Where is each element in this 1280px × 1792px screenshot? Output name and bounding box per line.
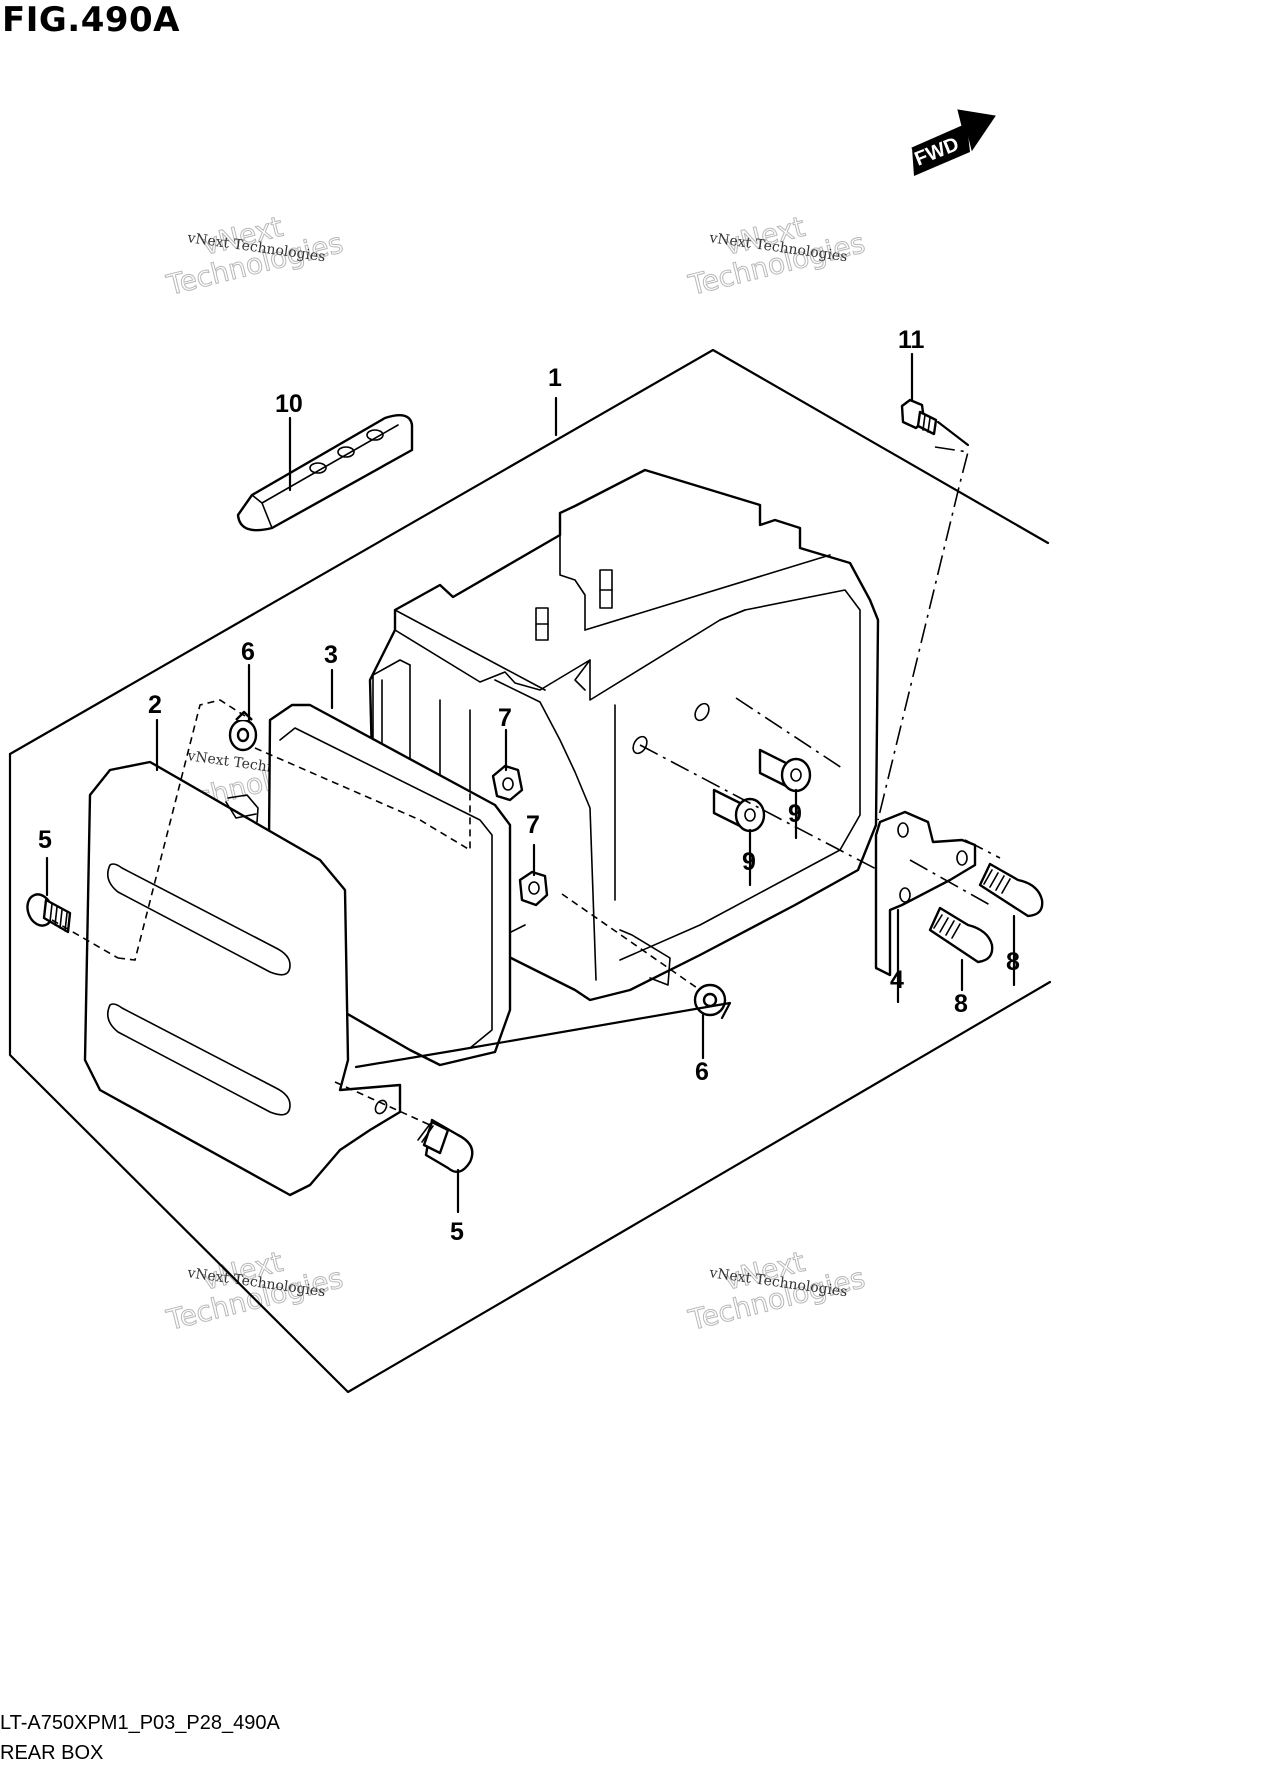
callout-7-upper: 7 (498, 704, 512, 732)
rear-box-lid (83, 760, 402, 1197)
callout-2: 2 (148, 691, 162, 719)
nut-7-lower (518, 870, 549, 907)
watermark-top-right: Technologies vNext vNext Technologies (684, 209, 868, 302)
watermark-bottom-right: Technologies vNext vNext Technologies (684, 1244, 868, 1337)
callout-1: 1 (548, 364, 562, 392)
reference-lines (51, 420, 1001, 1126)
screw-5-bottom (417, 1118, 474, 1174)
callout-7-lower: 7 (526, 811, 540, 839)
forward-direction-arrow-icon: FWD (911, 109, 996, 176)
drawing-code: LT-A750XPM1_P03_P28_490A (0, 1712, 280, 1734)
callout-9-upper: 9 (788, 800, 802, 828)
collar-6-bottom (693, 983, 727, 1017)
bolt-11 (900, 398, 938, 436)
collar-6-top (228, 710, 258, 752)
callout-6-top: 6 (241, 638, 255, 666)
callout-11: 11 (898, 326, 925, 354)
watermark-top-left: Technologies vNext vNext Technologies (162, 209, 346, 302)
callout-4: 4 (890, 966, 904, 994)
screw-8-upper (978, 862, 1044, 918)
callout-3: 3 (324, 641, 338, 669)
mounting-bracket (874, 810, 977, 977)
callout-5-bottom: 5 (450, 1218, 464, 1246)
callout-6-bottom: 6 (695, 1058, 709, 1086)
figure-title: FIG.490A (2, 0, 180, 40)
nut-7-upper (491, 764, 524, 802)
assembly-frame (8, 348, 1052, 1394)
screw-8-lower (928, 906, 994, 964)
leader-lines (45, 352, 1016, 1214)
callout-8-upper: 8 (1006, 948, 1020, 976)
callout-8-lower: 8 (954, 990, 968, 1018)
callout-10: 10 (275, 390, 303, 418)
callout-9-lower: 9 (742, 848, 756, 876)
callout-5-left: 5 (38, 826, 52, 854)
screw-5-left (26, 893, 72, 934)
collar-9-upper (758, 748, 812, 793)
watermark-bottom-left: Technologies vNext vNext Technologies (162, 1244, 346, 1337)
assembly-name: REAR BOX (0, 1742, 104, 1764)
stay-plate (236, 414, 414, 532)
callout-labels: 1 2 3 4 5 5 6 6 7 7 8 8 9 9 10 11 (38, 326, 1020, 1246)
